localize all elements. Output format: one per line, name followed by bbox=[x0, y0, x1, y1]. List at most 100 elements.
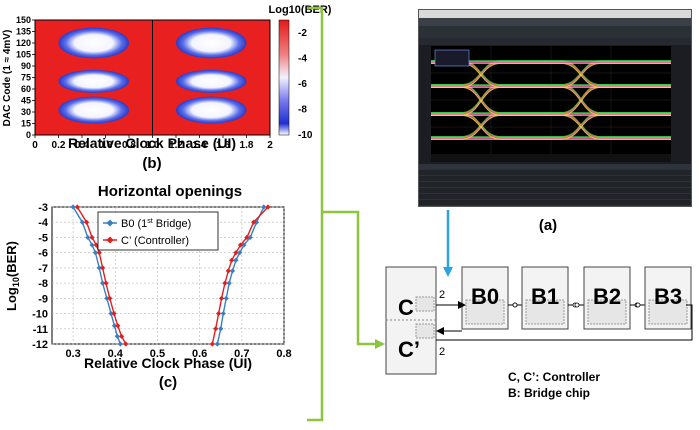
bridge-link-node bbox=[512, 302, 518, 308]
heatmap-ytick-label: 45 bbox=[21, 96, 31, 106]
colorbar-tick-label: -4 bbox=[298, 53, 307, 64]
panel-a-label: (a) bbox=[539, 217, 557, 234]
series-line-0-right bbox=[216, 206, 265, 345]
bridge-chip-inner-0 bbox=[465, 299, 505, 325]
heatmap-xtick-label: 1.2 bbox=[169, 140, 183, 151]
line-chart-xlabel: Relative Clock Phase (UI) bbox=[84, 355, 252, 371]
series-point-1 bbox=[222, 280, 228, 286]
scope-measurements-table bbox=[419, 164, 691, 206]
scope-eye-display bbox=[431, 46, 671, 154]
scope-trace bbox=[431, 85, 671, 115]
series-point-1 bbox=[107, 295, 113, 301]
bridge-chip-label: B1 bbox=[531, 284, 559, 309]
line-chart-ylabel: Log10(BER) bbox=[4, 241, 21, 311]
series-point-0 bbox=[261, 204, 267, 210]
chip-label-c-prime: C’ bbox=[398, 337, 420, 362]
heatmap-xtick-label: 1.8 bbox=[240, 140, 254, 151]
heatmap-xtick-label: 1.4 bbox=[193, 140, 207, 151]
eye-opening-3 bbox=[176, 27, 247, 59]
line-chart-legend: B0 (1st Bridge) C’ (Controller) bbox=[97, 211, 219, 251]
series-point-0 bbox=[79, 219, 85, 225]
series-point-1 bbox=[244, 234, 250, 241]
bridge-chip-label: B0 bbox=[471, 284, 499, 309]
series-point-1 bbox=[265, 204, 271, 210]
series-point-0 bbox=[226, 280, 232, 286]
series-point-1 bbox=[233, 250, 239, 256]
series-point-1 bbox=[103, 280, 109, 286]
series-point-1 bbox=[216, 310, 222, 317]
scope-trace bbox=[431, 84, 671, 114]
scope-eye-traces bbox=[431, 60, 671, 140]
line-xtick-label: 0.3 bbox=[65, 348, 80, 360]
heatmap-ytick-label: 90 bbox=[21, 61, 31, 71]
line-ytick-label: -12 bbox=[32, 339, 48, 351]
scope-grid bbox=[431, 46, 671, 154]
heatmap-xtick-label: 0 bbox=[32, 140, 38, 151]
line-ytick-label: -11 bbox=[33, 324, 48, 336]
line-xtick-label: 0.4 bbox=[108, 348, 124, 360]
series-point-0 bbox=[218, 326, 224, 332]
series-point-0 bbox=[223, 295, 229, 301]
line-chart-panel: Horizontal openings -3-4-5-6-7-8-9-10-11… bbox=[4, 183, 292, 391]
series-point-0 bbox=[108, 310, 114, 317]
ylabel-sub: 10 bbox=[11, 277, 21, 287]
series-point-0 bbox=[85, 234, 91, 241]
heatmap-xtick-label: 1.6 bbox=[216, 140, 230, 151]
series-point-0 bbox=[220, 310, 226, 317]
scope-trace bbox=[431, 61, 671, 87]
bridge-chip-inner-3 bbox=[648, 299, 688, 325]
colorbar-ticks: -2-4-6-8-10 bbox=[298, 28, 313, 141]
series-point-1 bbox=[119, 333, 125, 339]
line-ytick-label: -7 bbox=[38, 263, 48, 275]
series-point-0 bbox=[233, 257, 239, 263]
series-point-1 bbox=[218, 295, 225, 301]
line-ytick-label: -10 bbox=[32, 309, 48, 321]
line-chart-title: Horizontal openings bbox=[98, 183, 242, 200]
line-ytick-label: -5 bbox=[38, 232, 48, 244]
series-point-1 bbox=[123, 341, 129, 347]
chip-label-c: C bbox=[398, 295, 414, 320]
controller-port-bottom bbox=[415, 323, 435, 339]
series-point-0 bbox=[237, 250, 243, 256]
bus-width-top: 2 bbox=[439, 289, 445, 301]
series-point-1 bbox=[237, 242, 244, 248]
heatmap-xtick-label: 2 bbox=[267, 140, 273, 151]
heatmap-ytick-label: 0 bbox=[26, 130, 31, 140]
scope-trace bbox=[431, 62, 671, 88]
legend-box bbox=[97, 211, 219, 251]
heatmap-ytick-label: 60 bbox=[21, 84, 31, 94]
line-ytick-label: -4 bbox=[38, 217, 49, 229]
diagram-legend-line2: B: Bridge chip bbox=[508, 386, 590, 400]
connector-bracket bbox=[307, 6, 453, 422]
series-point-1 bbox=[83, 219, 90, 225]
scope-trace bbox=[431, 86, 671, 116]
legend-c-main: C’ (Controller) bbox=[121, 235, 189, 247]
heatmap-xtick-label: 0.8 bbox=[122, 140, 136, 151]
series-point-0 bbox=[100, 280, 106, 286]
heatmap-ytick-label: 135 bbox=[16, 27, 31, 37]
heatmap-xlabel: Relative Clock Phase (UI) bbox=[68, 135, 236, 151]
line-xtick-label: 0.8 bbox=[276, 348, 291, 360]
scope-toolbar bbox=[419, 26, 691, 38]
colorbar-tick-label: -6 bbox=[298, 79, 307, 90]
heatmap-ytick-label: 105 bbox=[16, 50, 31, 60]
panel-c-label: (c) bbox=[159, 374, 177, 391]
scope-trace bbox=[431, 113, 671, 139]
line-xtick-label: 0.7 bbox=[234, 348, 249, 360]
heatmap-xtick-label: 0.4 bbox=[75, 140, 89, 151]
heatmap-ytick-label: 150 bbox=[16, 15, 31, 25]
line-xtick-label: 0.5 bbox=[150, 348, 165, 360]
series-point-1 bbox=[93, 242, 99, 248]
series-point-1 bbox=[89, 234, 95, 241]
bridge-chip-label: B2 bbox=[593, 284, 621, 309]
bracket-line bbox=[307, 6, 324, 422]
series-point-0 bbox=[117, 341, 123, 347]
line-chart-series bbox=[70, 204, 271, 347]
legend-b0-tail: Bridge) bbox=[153, 218, 192, 230]
series-point-1 bbox=[100, 265, 106, 271]
controller-port-top bbox=[415, 296, 435, 312]
eye-opening-5 bbox=[176, 96, 247, 124]
legend-label-c: C’ (Controller) bbox=[121, 235, 189, 247]
